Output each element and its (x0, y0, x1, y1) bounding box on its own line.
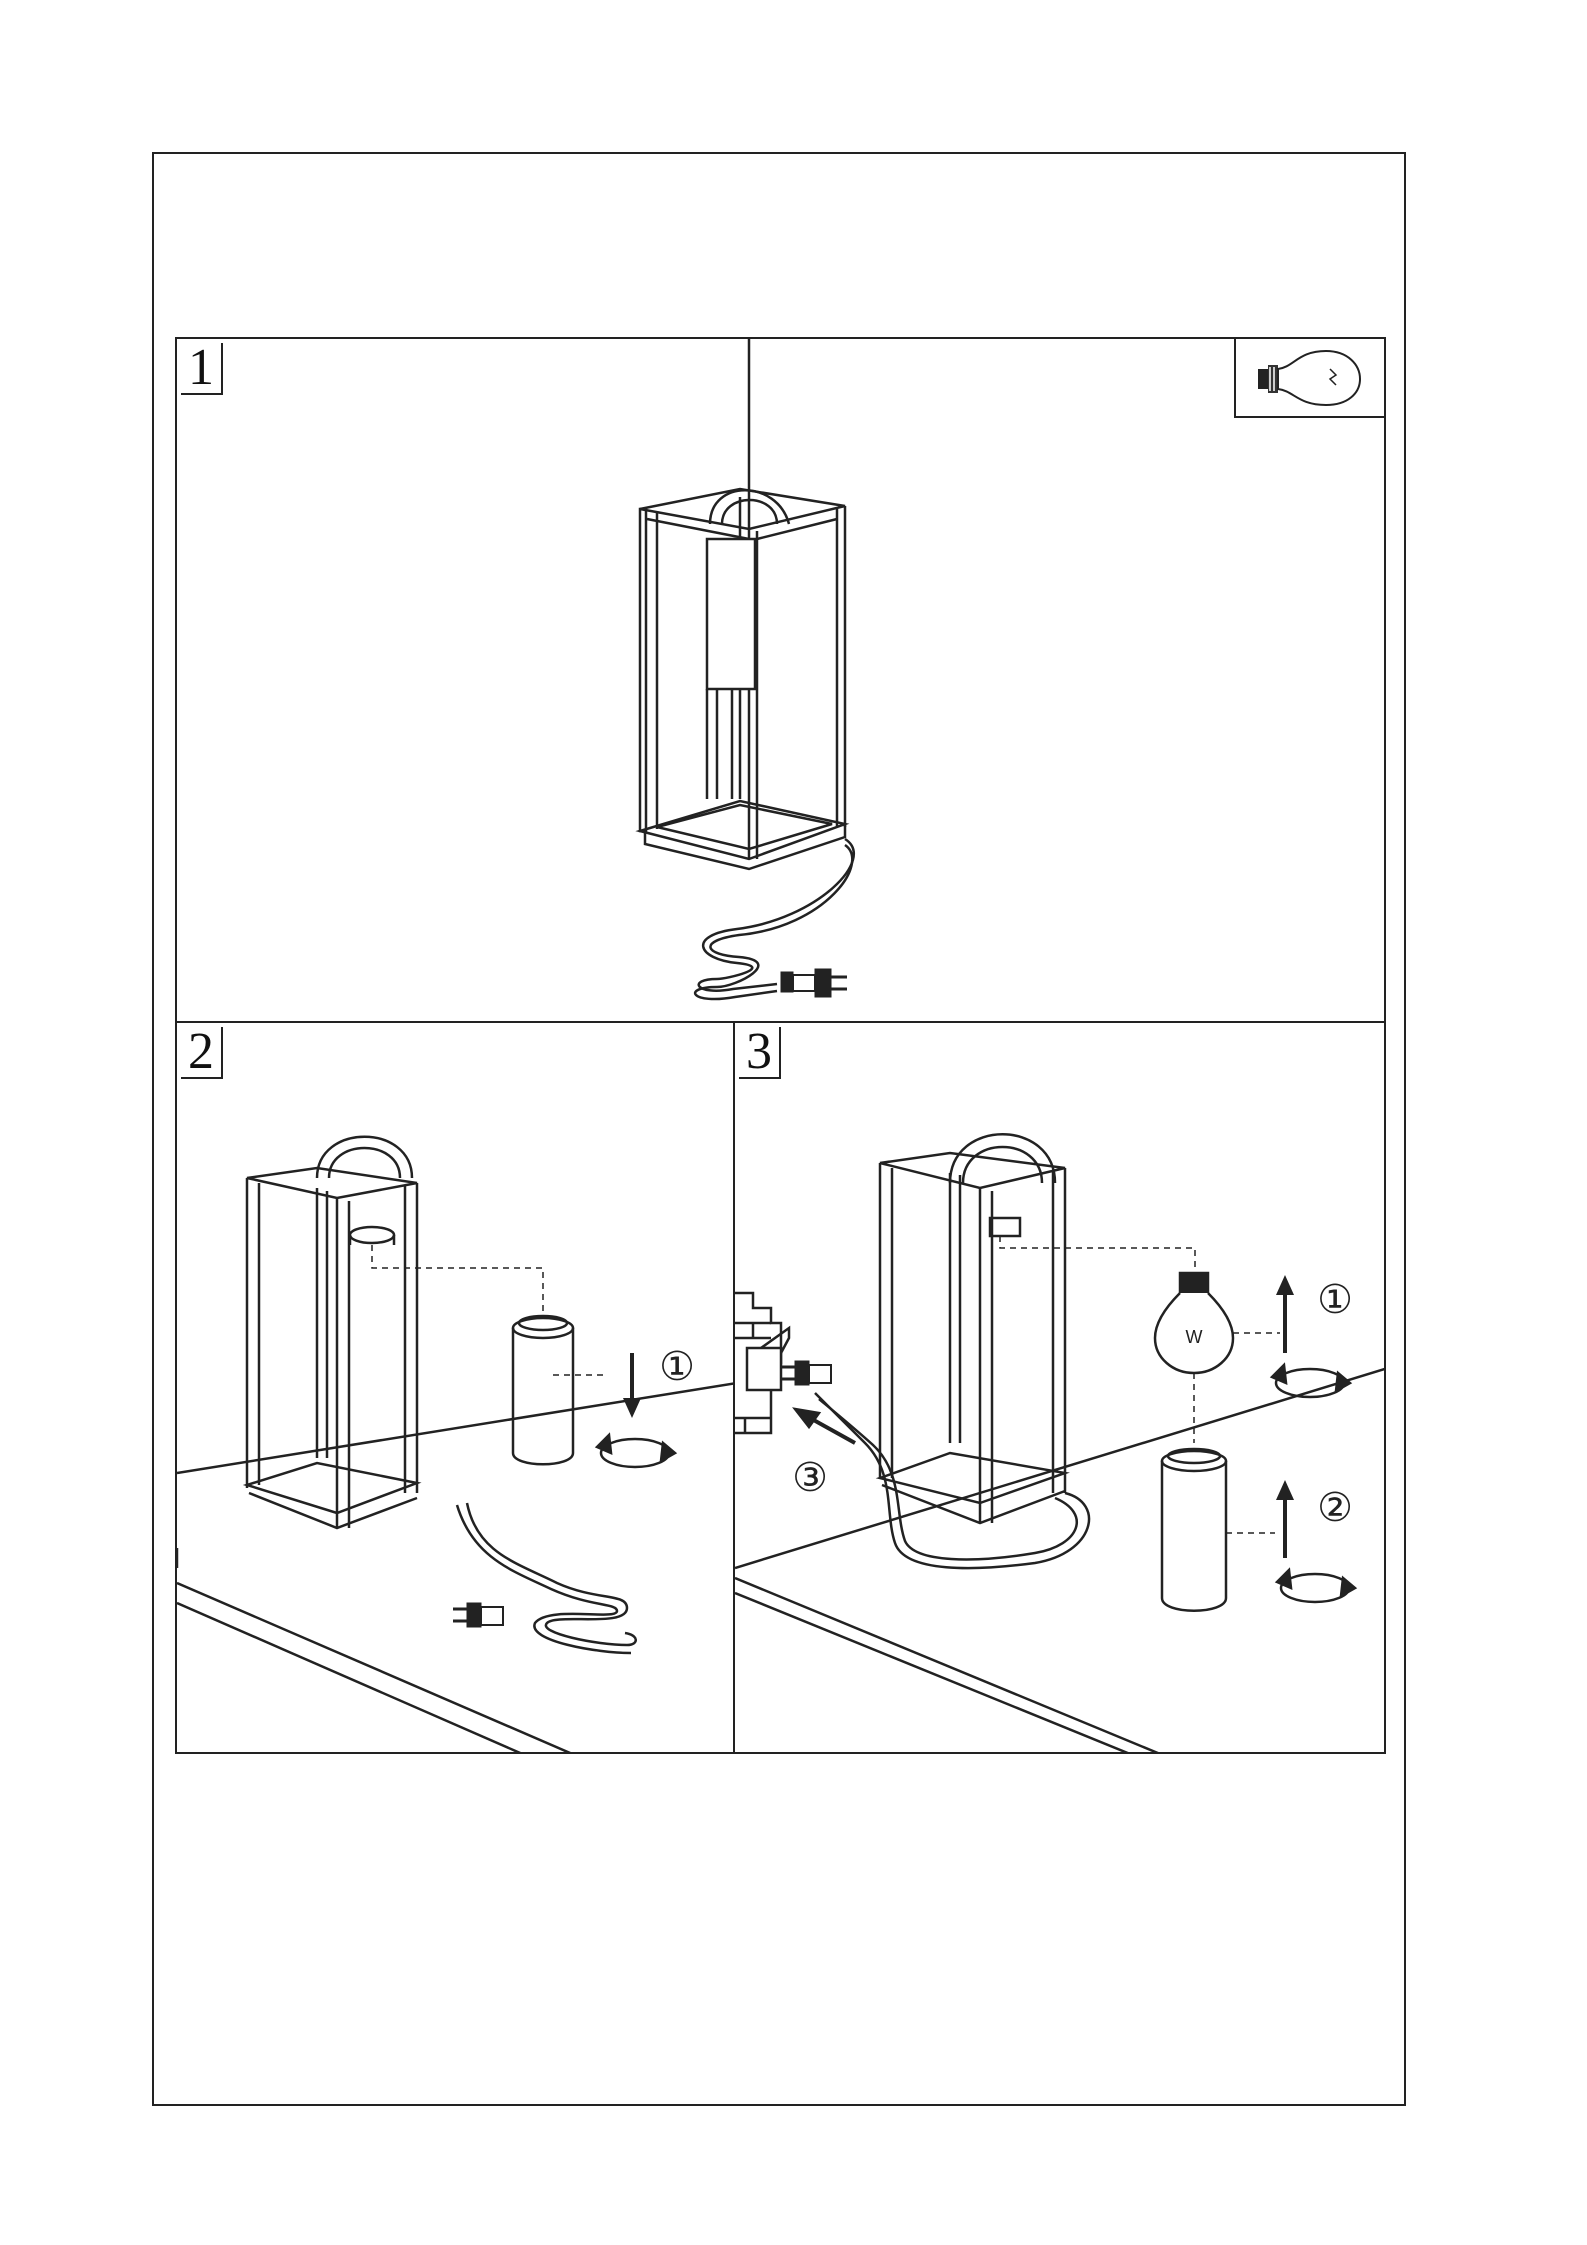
sub-step-label: ① (659, 1345, 695, 1389)
install-bulb-drawing: W ① ② ③ (735, 1023, 1386, 1754)
sub-step-label: ② (1317, 1486, 1353, 1530)
step-3-panel: 3 (733, 1021, 1386, 1754)
remove-shade-drawing: ① (177, 1023, 735, 1754)
step-number: 1 (181, 343, 223, 395)
arrow-down-icon (623, 1353, 641, 1418)
step-1-panel: 1 (175, 337, 1386, 1023)
plug-icon (781, 969, 847, 997)
sub-step-label: ③ (792, 1456, 828, 1500)
bulb-label: W (1186, 1327, 1203, 1347)
light-bulb-icon (1236, 339, 1384, 416)
step-2-panel: 2 (175, 1021, 735, 1754)
rotate-arrow-icon (1277, 1570, 1355, 1602)
sub-step-label: ① (1317, 1278, 1353, 1322)
plug-icon (453, 1603, 503, 1627)
arrow-up-icon (1276, 1480, 1294, 1558)
arrow-up-icon (1276, 1275, 1294, 1353)
bulb-type-box (1234, 339, 1384, 418)
lantern-overview-drawing (177, 339, 1386, 1023)
step-number: 3 (739, 1027, 781, 1079)
rotate-arrow-icon (597, 1435, 675, 1467)
plug-icon (781, 1361, 831, 1385)
step-number: 2 (181, 1027, 223, 1079)
